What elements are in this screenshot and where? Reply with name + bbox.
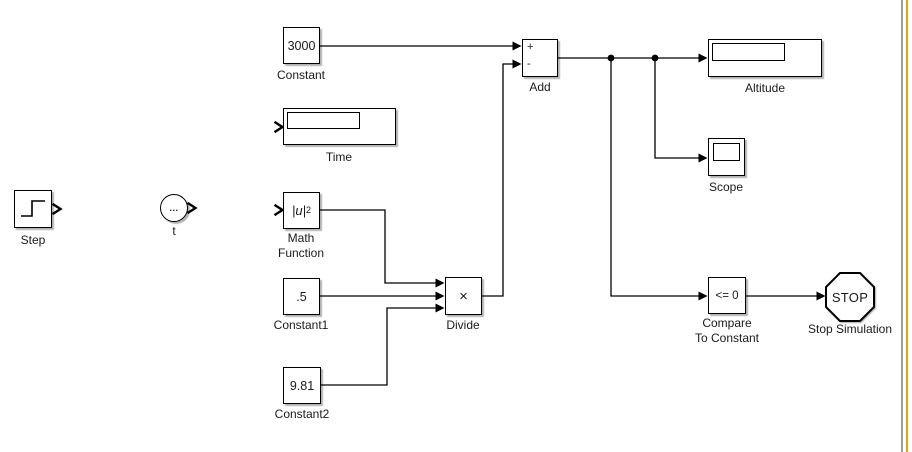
block-constant-label: Constant (276, 68, 326, 82)
block-clock[interactable]: ... (160, 194, 188, 222)
block-add-label: Add (529, 80, 551, 94)
block-stop-label: Stop Simulation (807, 322, 893, 336)
time-input-port[interactable] (273, 120, 285, 134)
math-expression: |u| (292, 203, 306, 218)
block-constant[interactable]: 3000 (283, 27, 320, 64)
wire-add-to-scope[interactable] (654, 58, 699, 159)
stop-text: STOP (831, 289, 869, 305)
block-add[interactable]: + - (522, 39, 558, 77)
block-constant2[interactable]: 9.81 (283, 367, 321, 404)
block-math-function[interactable]: |u|2 (283, 192, 320, 229)
block-altitude-label: Altitude (744, 81, 786, 95)
block-stop-simulation[interactable]: STOP (823, 270, 877, 324)
block-step-label: Step (20, 233, 46, 247)
compare-condition: <= 0 (715, 289, 739, 302)
clock-dots-icon: ... (169, 203, 179, 213)
constant-value: 3000 (287, 38, 316, 53)
add-plus-sign: + (527, 41, 534, 53)
wire-constant2-to-divide[interactable] (321, 307, 436, 386)
multiply-icon: × (459, 287, 468, 305)
block-constant1[interactable]: .5 (283, 278, 320, 315)
block-math-label: Math Function (277, 231, 325, 260)
block-scope-label: Scope (708, 180, 744, 194)
block-clock-label: t (172, 224, 176, 238)
block-constant1-label: Constant1 (273, 318, 329, 332)
constant1-value: .5 (296, 289, 307, 304)
wire-math-to-divide[interactable] (320, 209, 436, 284)
constant2-value: 9.81 (289, 378, 315, 393)
time-display-value-field (287, 112, 360, 129)
altitude-display-value-field (712, 43, 785, 61)
block-compare-to-constant[interactable]: <= 0 (708, 277, 746, 314)
block-compare-label: Compare To Constant (694, 316, 760, 345)
block-constant2-label: Constant2 (274, 407, 330, 421)
math-exponent: 2 (305, 204, 311, 215)
block-step[interactable] (14, 190, 52, 228)
scope-screen-icon (713, 143, 740, 161)
step-output-port[interactable] (51, 202, 63, 216)
step-signal-icon (21, 200, 45, 217)
canvas-edge-gold-line (906, 0, 908, 452)
block-divide[interactable]: × (445, 277, 482, 315)
block-time-label: Time (325, 150, 353, 164)
clock-output-port[interactable] (186, 201, 198, 215)
math-input-port[interactable] (273, 203, 285, 217)
canvas-edge-gray-line (901, 0, 903, 452)
add-minus-sign: - (527, 58, 531, 70)
stop-octagon-icon (825, 272, 875, 322)
block-divide-label: Divide (446, 318, 480, 332)
wire-divide-to-add[interactable] (482, 63, 513, 297)
wire-add-to-compare[interactable] (610, 58, 699, 297)
